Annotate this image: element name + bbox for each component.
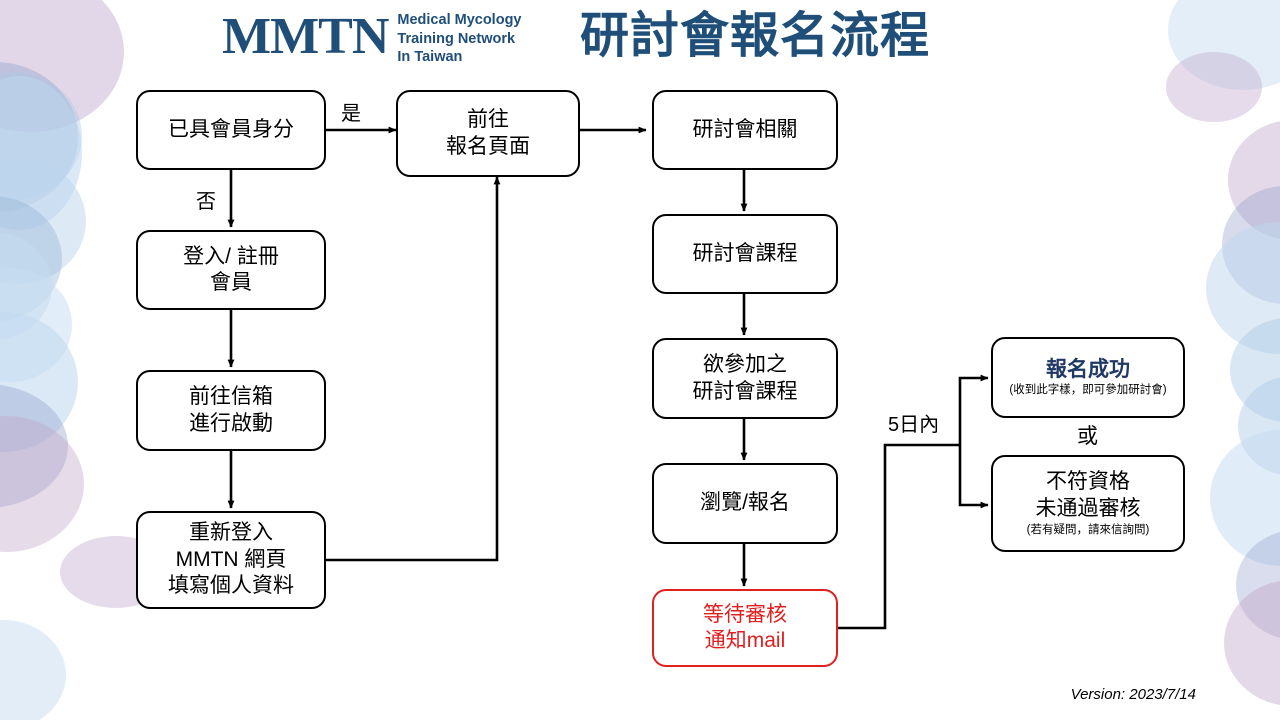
node-goto-signup-page-line2: 報名頁面: [446, 134, 530, 158]
node-waiting-review-line1: 等待審核: [703, 602, 787, 626]
node-relogin-fill-line2: MMTN 網頁: [175, 547, 287, 571]
node-rejected[interactable]: 不符資格 未通過審核 (若有疑問，請來信詢問): [991, 455, 1185, 552]
logo-subtitle-line1: Medical Mycology: [397, 12, 522, 28]
node-rejected-note: (若有疑問，請來信詢問): [1026, 524, 1150, 537]
page-title: 研討會報名流程: [580, 9, 931, 63]
node-relogin-fill-line1: 重新登入: [189, 521, 273, 545]
decor-circle-right-9: [1236, 530, 1280, 640]
node-seminar-related[interactable]: 研討會相關: [652, 90, 838, 170]
node-success-note: (收到此字樣，即可參加研討會): [1009, 384, 1167, 397]
decor-circle-right-1: [1168, 0, 1280, 90]
decor-circle-left-10: [0, 384, 68, 508]
decor-circle-right-8: [1210, 430, 1280, 566]
node-desired-course-line1: 欲參加之: [703, 353, 787, 377]
node-seminar-course[interactable]: 研討會課程: [652, 214, 838, 294]
edge-split-to-rejected: [958, 445, 989, 509]
decor-circle-right-3: [1228, 120, 1280, 240]
decor-circle-left-6: [0, 196, 62, 322]
node-browse-signup[interactable]: 瀏覽/報名: [652, 463, 838, 544]
decor-circle-left-4: [0, 76, 82, 230]
node-waiting-review-line2: 通知mail: [704, 629, 786, 652]
node-relogin-fill[interactable]: 重新登入 MMTN 網頁 填寫個人資料: [136, 511, 326, 609]
decor-circle-right-4: [1222, 186, 1280, 304]
node-rejected-line1: 不符資格: [1046, 470, 1130, 494]
decor-circle-right-7: [1238, 376, 1280, 476]
edge-split-to-success: [958, 374, 989, 445]
node-rejected-line2: 未通過審核: [1035, 496, 1141, 520]
edge-label-or: 或: [1077, 425, 1098, 448]
node-login-register[interactable]: 登入/ 註冊 會員: [136, 230, 326, 310]
edge-label-within-5-days: 5日內: [888, 414, 940, 436]
decor-circle-left-5: [0, 158, 86, 284]
node-login-register-line2: 會員: [210, 271, 252, 294]
node-seminar-course-line1: 研討會課程: [692, 241, 798, 265]
logo-subtitle-line3: In Taiwan: [397, 49, 463, 66]
logo-wordmark: MMTN: [222, 8, 389, 66]
edge-label-yes: 是: [341, 103, 361, 125]
decor-circle-left-7: [0, 232, 52, 340]
node-mailbox-activate-line1: 前往信箱: [189, 385, 273, 409]
edge-relogin-to-signup: [326, 176, 501, 562]
node-goto-signup-page-line1: 前往: [467, 108, 509, 132]
node-member-check[interactable]: 已具會員身分: [136, 90, 326, 170]
decor-circle-left-11: [0, 416, 84, 552]
mmtn-logo: MMTN Medical Mycology Training Network I…: [222, 8, 522, 67]
decor-circle-right-5: [1206, 222, 1280, 354]
node-relogin-fill-line3: 填寫個人資料: [168, 574, 294, 598]
node-browse-signup-line1: 瀏覽/報名: [700, 491, 790, 515]
decor-circle-left-8: [0, 268, 72, 382]
edge-waiting-to-split: [838, 443, 960, 630]
node-mailbox-activate-line2: 進行啟動: [189, 411, 273, 435]
node-login-register-line1: 登入/ 註冊: [183, 244, 279, 268]
node-success-headline: 報名成功: [1046, 358, 1130, 381]
decor-circle-left-3: [0, 72, 82, 200]
node-mailbox-activate[interactable]: 前往信箱 進行啟動: [136, 370, 326, 451]
node-member-check-line1: 已具會員身分: [168, 117, 294, 141]
node-success[interactable]: 報名成功 (收到此字樣，即可參加研討會): [991, 337, 1185, 418]
edge-label-no: 否: [196, 191, 216, 213]
decor-circle-left-2: [0, 62, 78, 212]
logo-subtitle-line2: Training Network: [397, 30, 516, 47]
node-desired-course-line2: 研討會課程: [692, 379, 798, 403]
decor-circle-right-6: [1230, 318, 1280, 422]
version-text: Version: 2023/7/14: [1070, 686, 1196, 703]
decor-circle-right-10: [1224, 580, 1280, 706]
decor-circle-left-1: [0, 0, 124, 132]
node-goto-signup-page[interactable]: 前往 報名頁面: [396, 90, 580, 177]
logo-subtitle: Medical Mycology Training Network In Tai…: [397, 11, 521, 67]
node-waiting-review[interactable]: 等待審核 通知mail: [652, 589, 838, 667]
decor-circle-left-13: [0, 620, 66, 720]
node-seminar-related-line1: 研討會相關: [692, 117, 798, 141]
decor-circle-left-9: [0, 312, 78, 452]
node-desired-course[interactable]: 欲參加之 研討會課程: [652, 338, 838, 419]
decor-circle-right-2: [1166, 52, 1262, 122]
